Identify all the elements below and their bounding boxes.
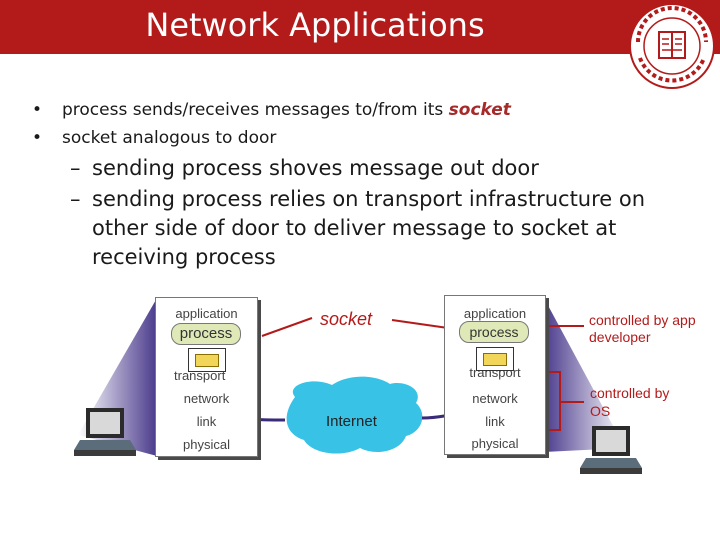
network-layer: network bbox=[183, 391, 230, 406]
slide-title: Network Applications bbox=[145, 6, 485, 44]
sub-bullet-dash: – bbox=[70, 156, 81, 180]
bullet-list: • process sends/receives messages to/fro… bbox=[28, 96, 688, 272]
physical-layer: physical bbox=[471, 436, 519, 451]
controlled-by-os-label: controlled by OS bbox=[590, 385, 670, 419]
socket-pointer-left bbox=[261, 317, 313, 337]
bullet-text: socket analogous to door bbox=[62, 128, 277, 148]
bullet-item: • socket analogous to door bbox=[28, 124, 688, 152]
internet-label: Internet bbox=[326, 413, 377, 430]
bullet-dot: • bbox=[32, 128, 43, 148]
sub-bullet-dash: – bbox=[70, 187, 81, 211]
bullet-dot: • bbox=[32, 100, 43, 120]
right-socket-icon bbox=[476, 347, 514, 371]
link-layer: link bbox=[485, 414, 505, 429]
bullet-text: process sends/receives messages to/from … bbox=[62, 100, 449, 120]
bullet-item: • process sends/receives messages to/fro… bbox=[28, 96, 688, 124]
socket-pointer-right bbox=[391, 319, 449, 329]
bullet-emphasis: socket bbox=[448, 100, 511, 120]
left-host-stack: application process transport network li… bbox=[155, 297, 258, 457]
sub-bullet-item: – sending process shoves message out doo… bbox=[28, 154, 688, 183]
sub-bullet-text: sending process shoves message out door bbox=[92, 156, 539, 180]
university-seal-logo bbox=[629, 3, 715, 89]
application-label: application bbox=[175, 306, 238, 321]
left-socket-icon bbox=[188, 348, 226, 372]
right-host-stack: application process transport network li… bbox=[444, 295, 546, 455]
network-layer: network bbox=[472, 391, 518, 406]
application-label: application bbox=[463, 306, 527, 321]
process-box: process bbox=[459, 321, 529, 343]
controlled-by-app-label: controlled by app developer bbox=[589, 312, 696, 345]
sub-bullet-item: – sending process relies on transport in… bbox=[28, 185, 688, 272]
physical-layer: physical bbox=[183, 437, 230, 452]
sub-bullet-text: sending process relies on transport infr… bbox=[92, 187, 646, 269]
right-host-shadow bbox=[544, 298, 625, 452]
title-bar bbox=[0, 0, 720, 54]
left-computer-icon bbox=[74, 408, 136, 456]
process-box: process bbox=[171, 323, 241, 345]
right-computer-icon bbox=[580, 426, 642, 474]
socket-label: socket bbox=[320, 309, 373, 329]
internet-cloud bbox=[286, 376, 423, 454]
link-layer: link bbox=[196, 414, 217, 429]
os-bracket bbox=[548, 371, 584, 431]
